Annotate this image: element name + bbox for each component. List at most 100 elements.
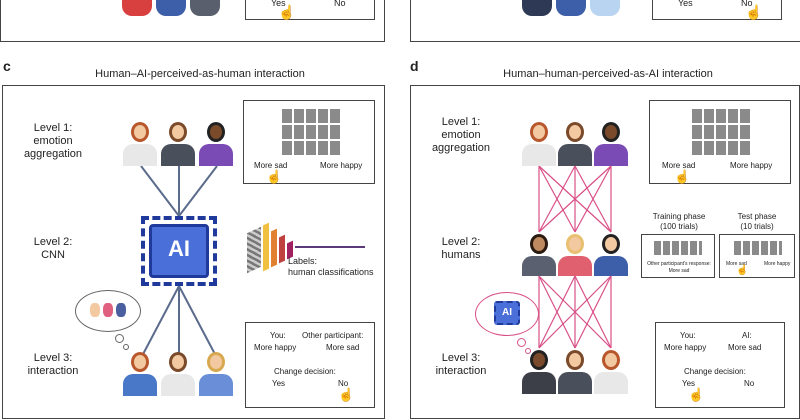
person-icon (121, 120, 159, 166)
person-icon (557, 348, 593, 394)
no-option[interactable]: No (741, 0, 753, 8)
person-icon (159, 350, 197, 396)
person-icon (197, 350, 235, 396)
face-thumbnail-grid-rows (282, 107, 342, 155)
face-thumbnail-icon (734, 241, 782, 255)
level1-label: Level 1: emotion aggregation (431, 116, 491, 154)
person-icon (522, 0, 552, 16)
panel-d-title: Human–human-perceived-as-AI interaction (503, 68, 713, 80)
top-left-decision-card: Yes No ☝ (245, 0, 375, 20)
hand-cursor-icon: ☝ (266, 169, 283, 184)
level3-label: Level 3: interaction (27, 352, 79, 377)
change-decision-label: Change decision: (274, 367, 336, 376)
thought-dot (517, 338, 526, 347)
other-label: Other participant: (302, 331, 364, 340)
other-label: AI: (742, 331, 752, 340)
test-phase-card: More sad More happy ☝ (719, 234, 795, 278)
panel-c-title: Human–AI-perceived-as-human interaction (95, 68, 305, 80)
panel-d-connections (538, 165, 612, 349)
yes-option[interactable]: Yes (271, 0, 286, 8)
person-icon (593, 232, 629, 276)
thought-dot (525, 348, 531, 354)
panel-d-letter: d (410, 58, 419, 74)
person-icon (116, 303, 126, 317)
hand-cursor-icon: ☝ (745, 4, 763, 20)
face-thumbnail-icon (654, 241, 702, 255)
you-value: More happy (254, 343, 297, 352)
change-decision-label: Change decision: (684, 367, 746, 376)
more-sad-option[interactable]: More sad (254, 161, 288, 170)
test-phase-title: Test phase (10 trials) (737, 212, 777, 231)
face-thumbnail-grid-rows (692, 107, 752, 155)
training-caption: Other participant’s response: (647, 261, 711, 267)
person-icon (190, 0, 220, 16)
person-icon (197, 120, 235, 166)
more-happy-option[interactable]: More happy (764, 261, 791, 267)
person-icon (557, 232, 593, 276)
more-happy-option[interactable]: More happy (320, 161, 363, 170)
level2-label: Level 2: humans (441, 236, 481, 261)
more-sad-option[interactable]: More sad (662, 161, 696, 170)
hand-cursor-icon: ☝ (338, 387, 355, 402)
you-label: You: (680, 331, 696, 340)
yes-option[interactable]: Yes (678, 0, 693, 8)
morph-card: More sad More happy ☝ (243, 100, 375, 184)
ai-chip-icon: AI (494, 301, 520, 325)
no-option[interactable]: No (744, 379, 755, 388)
person-icon (103, 303, 113, 317)
top-left-people (120, 0, 225, 18)
person-icon (593, 348, 629, 394)
top-right-people (520, 0, 625, 18)
thought-dot (123, 344, 129, 350)
ai-chip-label: AI (168, 236, 190, 261)
morph-card: More sad More happy ☝ (649, 100, 791, 184)
more-happy-option[interactable]: More happy (730, 161, 773, 170)
top-right-decision-card: Yes No ☝ (652, 0, 782, 20)
decision-card: You: Other participant: More happy More … (245, 322, 375, 408)
person-icon (121, 350, 159, 396)
hand-cursor-icon: ☝ (688, 387, 705, 402)
person-icon (556, 0, 586, 16)
you-value: More happy (664, 343, 707, 352)
you-label: You: (270, 331, 286, 340)
person-icon (521, 232, 557, 276)
training-phase-title: Training phase (100 trials) (652, 212, 706, 231)
yes-option[interactable]: Yes (682, 379, 696, 388)
ai-chip-icon: AI (141, 216, 217, 286)
yes-option[interactable]: Yes (272, 379, 286, 388)
panel-c: Level 1: emotion aggregation Level 2: CN… (2, 85, 385, 419)
panel-c-connections (140, 165, 218, 359)
more-sad-option[interactable]: More sad (726, 261, 747, 267)
other-value: More sad (326, 343, 360, 352)
person-icon (590, 0, 620, 16)
other-value: More sad (728, 343, 762, 352)
hand-cursor-icon: ☝ (736, 265, 749, 276)
person-icon (156, 0, 186, 16)
person-icon (122, 0, 152, 16)
level1-label: Level 1: emotion aggregation (23, 122, 83, 160)
person-icon (593, 120, 629, 166)
cnn-layers-icon (247, 216, 367, 276)
training-phase-card: Other participant’s response: More sad (641, 234, 715, 278)
cnn-labels-text: Labels: human classifications (288, 256, 374, 277)
training-caption-value: More sad (668, 268, 690, 274)
level3-label: Level 3: interaction (435, 352, 487, 377)
person-icon (159, 120, 197, 166)
hand-cursor-icon: ☝ (674, 169, 691, 184)
thought-dot (115, 334, 124, 343)
person-icon (521, 120, 557, 166)
panel-c-letter: c (3, 58, 11, 74)
no-option[interactable]: No (334, 0, 346, 8)
no-option[interactable]: No (338, 379, 349, 388)
top-strip-left-frame (0, 0, 385, 42)
level2-label: Level 2: CNN (33, 236, 73, 261)
panel-d: Level 1: emotion aggregation Level 2: hu… (410, 85, 800, 419)
thought-bubble-icon: AI (475, 292, 539, 336)
top-strip-right-frame (410, 0, 800, 42)
hand-cursor-icon: ☝ (278, 4, 296, 20)
person-icon (90, 303, 100, 317)
thought-bubble-icon (75, 290, 141, 332)
decision-card: You: AI: More happy More sad Change deci… (655, 322, 785, 408)
ai-chip-label: AI (502, 307, 512, 318)
person-icon (557, 120, 593, 166)
